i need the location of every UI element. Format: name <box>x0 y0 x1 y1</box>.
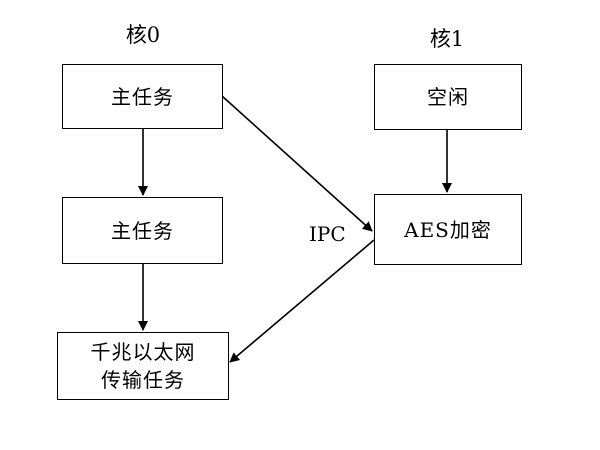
arrow-main-task-to-aes-ipc <box>221 95 373 232</box>
core-1-label: 核1 <box>429 27 465 51</box>
gigabit-ethernet-label-line2: 传输任务 <box>101 368 185 392</box>
gigabit-ethernet-label-line1: 千兆以太网 <box>90 340 196 364</box>
aes-encryption-label: AES加密 <box>404 217 492 242</box>
main-task-label: 主任务 <box>111 84 174 109</box>
gigabit-ethernet-task-box: 千兆以太网 传输任务 <box>57 332 229 400</box>
main-task-label: 主任务 <box>111 218 174 243</box>
aes-encryption-box: AES加密 <box>374 194 522 265</box>
idle-label: 空闲 <box>427 85 469 109</box>
idle-box: 空闲 <box>374 64 522 130</box>
main-task-box-top: 主任务 <box>62 64 223 129</box>
core-0-label: 核0 <box>125 23 161 47</box>
ipc-label: IPC <box>309 222 346 246</box>
main-task-box-middle: 主任务 <box>62 197 223 264</box>
arrow-aes-to-gigabit <box>229 239 375 363</box>
